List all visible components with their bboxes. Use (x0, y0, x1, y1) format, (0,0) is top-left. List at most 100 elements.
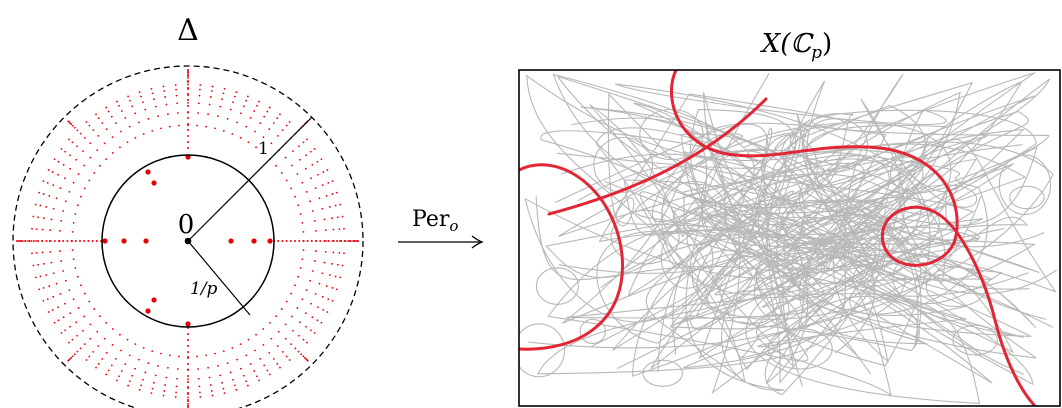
disk-ray-point (105, 373, 108, 376)
disk-ray-point (69, 325, 71, 328)
disk-ray-point (43, 262, 45, 265)
disk-point (145, 169, 151, 175)
disk-ray-point (47, 311, 50, 313)
disk-axis-point (319, 240, 322, 242)
disk-ray-point (89, 337, 92, 340)
disk-axis-point (41, 240, 44, 242)
disk-axis-point (32, 240, 35, 242)
disk-point (267, 238, 273, 244)
disk-ray-point (338, 252, 341, 254)
disk-ray-point (254, 130, 256, 133)
disk-ray-point (272, 358, 275, 360)
disk-ray-point (32, 264, 35, 267)
disk-axis-point (327, 240, 330, 242)
disk-ray-point (119, 333, 121, 336)
disk-ray-point (35, 240, 38, 242)
disk-title: Δ (177, 13, 199, 48)
outer-radius-line (187, 116, 313, 242)
disk-ray-point (242, 374, 245, 377)
background-curve (554, 123, 975, 360)
disk-ray-point (97, 117, 100, 120)
background-loop (889, 156, 924, 190)
background-loop (767, 328, 833, 370)
disk-ray-point (116, 100, 118, 103)
disk-point (228, 238, 234, 244)
disk-axis-point (187, 387, 189, 389)
disk-ray-point (239, 136, 242, 139)
disk-ray-point (160, 127, 162, 130)
disk-ray-point (209, 96, 212, 98)
disk-ray-point (52, 272, 55, 275)
disk-ray-point (290, 315, 293, 318)
disk-ray-point (147, 118, 150, 120)
disk-ray-point (63, 177, 66, 180)
disk-axis-point (74, 240, 77, 242)
background-curve (524, 92, 968, 351)
disk-ray-point (262, 136, 265, 139)
disk-axis-point (187, 99, 189, 101)
disk-ray-point (67, 120, 70, 123)
disk-ray-point (331, 299, 334, 302)
disk-ray-point (302, 249, 305, 251)
disk-ray-point (331, 193, 334, 195)
disk-ray-point (268, 373, 271, 376)
disk-ray-point (313, 148, 316, 150)
disk-ray-point (334, 204, 337, 207)
disk-ray-point (214, 127, 216, 130)
disk-ray-point (128, 354, 131, 357)
disk-ray-point (294, 195, 296, 198)
disk-ray-point (309, 150, 312, 153)
disk-ray-point (198, 94, 201, 97)
disk-ray-point (164, 96, 167, 98)
disk-ray-point (92, 351, 95, 353)
disk-ray-point (150, 392, 153, 395)
disk-ray-point (306, 341, 308, 344)
disk-ray-point (281, 129, 284, 131)
disk-ray-point (229, 371, 232, 374)
disk-ray-point (246, 95, 249, 98)
background-loop (998, 154, 1052, 216)
disk-ray-point (290, 187, 293, 190)
disk-ray-point (266, 369, 269, 372)
disk-ray-point (160, 352, 162, 355)
disk-ray-point (210, 390, 213, 392)
disk-ray-point (177, 368, 179, 370)
disk-ray-point (50, 218, 53, 221)
disk-axis-point (340, 240, 343, 242)
disk-axis-point (315, 240, 317, 242)
disk-axis-point (187, 405, 189, 407)
disk-axis-point (187, 81, 189, 83)
disk-ray-point (163, 390, 166, 392)
disk-ray-point (137, 121, 140, 124)
disk-axis-point (45, 240, 48, 242)
disk-ray-point (208, 376, 211, 379)
disk-ray-point (187, 73, 189, 76)
disk-ray-point (68, 190, 71, 193)
disk-axis-point (187, 363, 189, 365)
disk-ray-point (347, 240, 350, 242)
disk-ray-point (259, 122, 262, 125)
disk-ray-point (107, 369, 110, 372)
disk-ray-point (99, 164, 101, 167)
disk-ray-point (51, 309, 54, 311)
disk-ray-point (222, 129, 225, 132)
disk-ray-point (17, 240, 20, 242)
disk-axis-point (187, 129, 189, 131)
disk-ray-point (310, 302, 313, 305)
disk-axis-point (187, 345, 189, 347)
disk-ray-point (290, 343, 293, 346)
disk-ray-point (71, 124, 74, 127)
disk-ray-point (199, 396, 202, 398)
disk-ray-point (239, 343, 242, 346)
disk-ray-point (176, 377, 179, 380)
disk-ray-point (45, 206, 48, 208)
disk-ray-point (129, 99, 131, 102)
disk-ray-point (198, 385, 201, 388)
disk-ray-point (142, 101, 144, 104)
disk-ray-point (79, 132, 82, 135)
disk-axis-point (49, 240, 52, 242)
disk-ray-point (76, 334, 78, 337)
disk-ray-point (119, 146, 121, 149)
disk-ray-point (263, 364, 266, 367)
disk-axis-point (187, 381, 189, 383)
